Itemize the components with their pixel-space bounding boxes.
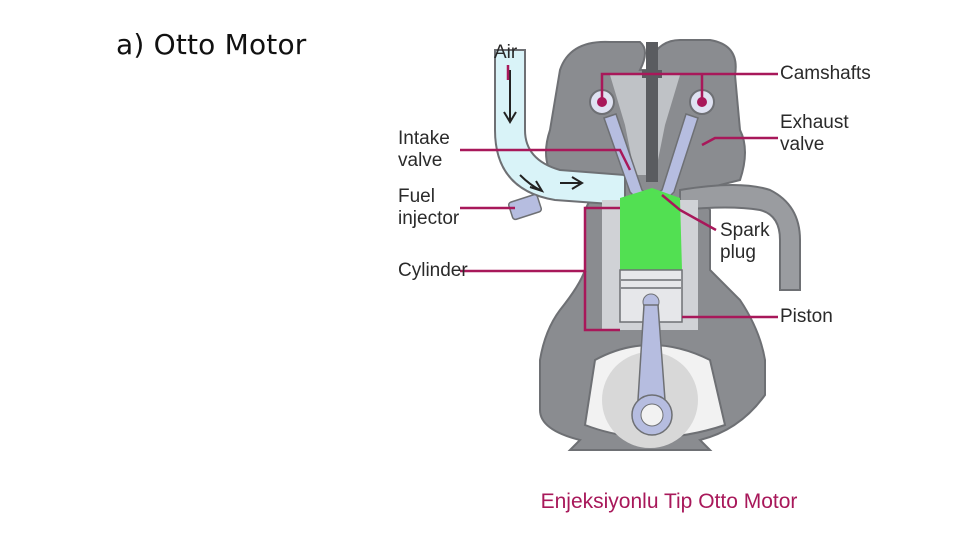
intake-camshaft-hub (597, 97, 607, 107)
diagram-caption: Enjeksiyonlu Tip Otto Motor (540, 490, 798, 513)
label-fuel-injector-line1: Fuel (398, 186, 435, 207)
label-intake-valve-line1: Intake (398, 128, 450, 149)
engine-diagram: Air Camshafts Exhaust valve Intake valve… (380, 30, 880, 460)
combustion-chamber (620, 188, 682, 270)
leader-camshafts-left (600, 72, 778, 98)
label-camshafts: Camshafts (780, 63, 871, 84)
spark-plug (646, 42, 658, 182)
leader-spark-plug (661, 194, 717, 232)
leader-lines (460, 65, 778, 332)
air-flow-arrow-down (503, 70, 517, 124)
exhaust-camshaft-hub (697, 97, 707, 107)
leader-cylinder-top (460, 206, 620, 273)
fuel-injector (507, 193, 543, 221)
engine-cross-section (460, 39, 801, 451)
label-intake-valve-line2: valve (398, 150, 443, 171)
label-spark-plug-line1: Spark (720, 220, 770, 241)
air-flow-arrow-right (560, 176, 584, 190)
intake-runner (494, 49, 626, 207)
label-exhaust-valve-line2: valve (780, 134, 825, 155)
label-cylinder: Cylinder (398, 260, 468, 281)
cylinder-head-cavity (610, 75, 680, 175)
label-piston: Piston (780, 306, 833, 327)
label-exhaust-valve-line1: Exhaust (780, 112, 849, 133)
leader-intake-valve (460, 148, 632, 171)
air-flow-arrow-curve (519, 174, 545, 193)
label-spark-plug-line2: plug (720, 242, 756, 263)
leader-exhaust-valve (701, 136, 778, 147)
exhaust-port (679, 184, 801, 291)
label-fuel-injector-line2: injector (398, 208, 460, 229)
leader-cylinder-bottom (583, 271, 620, 332)
slide-title: a) Otto Motor (116, 28, 307, 61)
label-air: Air (494, 42, 518, 63)
